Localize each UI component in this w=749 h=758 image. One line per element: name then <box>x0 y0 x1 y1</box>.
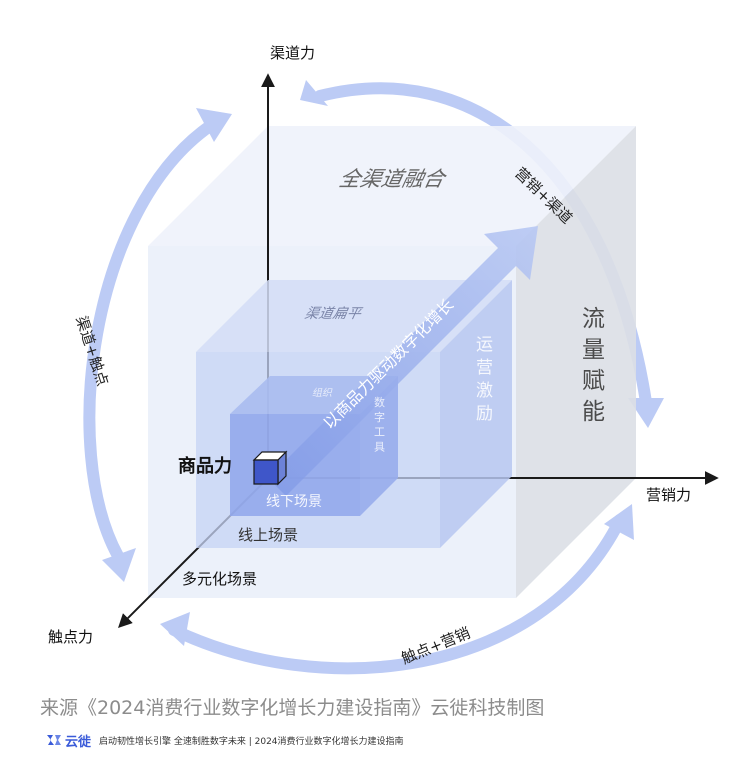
brand-slogan: 启动韧性增长引擎 全速制胜数字未来 | 2024消费行业数字化增长力建设指南 <box>99 736 404 747</box>
middle-top-label: 渠道扁平 <box>303 306 364 322</box>
cycle-arrow-bottom-head-left <box>160 612 190 646</box>
middle-cube-right <box>440 280 512 548</box>
inner-top-label: 组织 <box>311 386 334 399</box>
z-axis-label: 触点力 <box>48 628 93 646</box>
core-cube <box>252 450 288 486</box>
cycle-arrow-bottom <box>168 514 626 675</box>
cycle-arrow-left-head-bottom <box>102 548 136 582</box>
inner-front-label: 线下场景 <box>266 494 322 510</box>
y-axis-label: 渠道力 <box>270 44 315 62</box>
x-axis-label: 营销力 <box>646 486 691 504</box>
outer-top-label: 全渠道融合 <box>337 167 450 192</box>
brand-name: 云徙 <box>65 734 92 750</box>
cycle-arrow-left <box>83 120 216 562</box>
growth-arrow-body <box>268 226 538 496</box>
outer-cube-top <box>148 126 636 246</box>
cycle-arrow-top-right-head <box>628 398 664 428</box>
middle-front-label: 线上场景 <box>238 526 298 544</box>
cycle-arrow-top-left-head <box>300 80 328 106</box>
cycle-label-left: 渠道+触点 <box>72 314 112 389</box>
middle-right-label: 运营激励 <box>476 335 493 424</box>
cycle-arrow-left-head-top <box>196 108 232 142</box>
brand-logo-icon <box>47 735 61 745</box>
outer-cube-right <box>516 126 636 598</box>
outer-right-label: 流量赋能 <box>582 306 605 425</box>
source-caption: 来源《2024消费行业数字化增长力建设指南》云徙科技制图 <box>40 697 545 719</box>
cycle-arrow-bottom-head-right <box>604 504 634 540</box>
outer-front-label: 多元化场景 <box>182 570 257 588</box>
core-label: 商品力 <box>178 455 232 477</box>
core-cube-front <box>253 459 279 485</box>
inner-right-label: 数字工具 <box>374 396 385 454</box>
growth-arrow <box>268 226 538 496</box>
footer-brand-bar: 云徙 启动韧性增长引擎 全速制胜数字未来 | 2024消费行业数字化增长力建设指… <box>46 730 404 750</box>
